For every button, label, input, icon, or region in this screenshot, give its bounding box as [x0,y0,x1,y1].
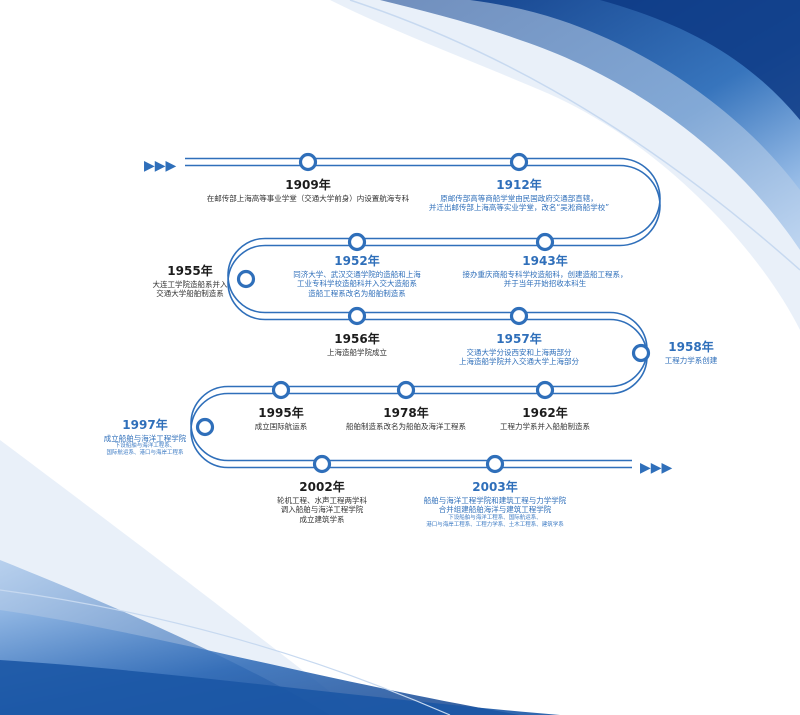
event-line: 在邮传部上海高等事业学堂（交通大学前身）内设置航海专科 [206,194,410,203]
node-1943 [535,232,555,252]
event-line: 调入船舶与海洋工程学院 [280,505,364,515]
top-right-wave-decoration [330,0,800,330]
event-2002: 2002年 轮机工程、水声工程两学科 调入船舶与海洋工程学院 成立建筑学系 [272,480,372,524]
node-1955 [236,269,256,289]
event-year: 2003年 [472,480,518,494]
event-line: 原邮传部高等商船学堂由民国政府交通部直辖， [440,194,598,203]
event-year: 1995年 [258,406,304,420]
node-2003 [485,454,505,474]
event-line: 交通大学分设西安和上海两部分 [466,348,572,357]
event-year: 1958年 [668,340,714,354]
event-subline: 国际航运系、港口与海岸工程系 [106,450,184,457]
node-1958 [631,343,651,363]
event-year: 1943年 [522,254,568,268]
node-1995 [271,380,291,400]
node-1997 [195,417,215,437]
event-subline: 下设船舶与海洋工程系、 [114,443,176,450]
event-line: 成立船舶与海洋工程学院 [103,434,187,443]
event-1909: 1909年 在邮传部上海高等事业学堂（交通大学前身）内设置航海专科 [200,178,416,203]
event-1943: 1943年 接办重庆商船专科学校造船科，创建造船工程系， 并于当年开始招收本科生 [455,254,635,289]
end-arrows-icon: ▶▶▶ [640,460,673,476]
node-1957 [509,306,529,326]
event-year: 2002年 [299,480,345,494]
event-1978: 1978年 船舶制造系改名为船舶及海洋工程系 [343,406,469,431]
event-line: 成立建筑学系 [299,514,345,524]
event-2003: 2003年 船舶与海洋工程学院和建筑工程与力学学院 合并组建船舶海洋与建筑工程学… [410,480,580,529]
timeline-track [185,157,661,469]
event-line: 成立国际航运系 [254,422,308,431]
event-line: 轮机工程、水声工程两学科 [277,496,367,505]
node-1912 [509,152,529,172]
event-line: 接办重庆商船专科学校造船科，创建造船工程系， [462,270,628,279]
event-1912: 1912年 原邮传部高等商船学堂由民国政府交通部直辖， 并迁出邮传部上海高等实业… [419,178,619,213]
node-1909 [298,152,318,172]
event-line: 交通大学船舶制造系 [156,289,224,299]
event-line: 工程力学系创建 [664,356,718,365]
node-1978 [396,380,416,400]
event-line: 造船工程系改名为船舶制造系 [308,288,406,298]
event-year: 1912年 [496,178,542,192]
event-year: 1962年 [522,406,568,420]
event-line: 同济大学、武汉交通学院的造船和上海 [293,270,421,279]
event-line: 并迁出邮传部上海高等实业学堂，改名“吴淞商船学校” [428,203,610,213]
start-arrows-icon: ▶▶▶ [144,158,177,174]
event-line: 船舶与海洋工程学院和建筑工程与力学学院 [423,496,567,505]
event-line: 工业专科学校造船科并入交大造船系 [297,279,417,289]
event-subline: 下设船舶与海洋工程系、国际航运系、 [448,514,542,521]
event-line: 上海造船学院并入交通大学上海部分 [459,357,579,367]
event-line: 船舶制造系改名为船舶及海洋工程系 [346,422,466,431]
event-line: 大连工学院造船系并入 [152,280,228,289]
event-1997: 1997年 成立船舶与海洋工程学院 下设船舶与海洋工程系、 国际航运系、港口与海… [95,418,195,457]
event-1955: 1955年 大连工学院造船系并入 交通大学船舶制造系 [140,264,240,299]
event-1958: 1958年 工程力学系创建 [651,340,731,365]
bottom-left-wave-decoration [0,440,560,715]
event-year: 1909年 [285,178,331,192]
event-1962: 1962年 工程力学系并入船舶制造系 [490,406,600,431]
event-year: 1957年 [496,332,542,346]
event-year: 1978年 [383,406,429,420]
event-line: 上海造船学院成立 [327,348,387,357]
milestone-nodes [195,152,651,474]
node-1962 [535,380,555,400]
event-1995: 1995年 成立国际航运系 [236,406,326,431]
event-year: 1956年 [334,332,380,346]
event-1957: 1957年 交通大学分设西安和上海两部分 上海造船学院并入交通大学上海部分 [439,332,599,367]
event-year: 1952年 [334,254,380,268]
event-1952: 1952年 同济大学、武汉交通学院的造船和上海 工业专科学校造船科并入交大造船系… [282,254,432,298]
node-1956 [347,306,367,326]
event-1956: 1956年 上海造船学院成立 [302,332,412,357]
node-2002 [312,454,332,474]
event-line: 合并组建船舶海洋与建筑工程学院 [438,505,552,515]
event-subline: 港口与海岸工程系、工程力学系、土木工程系、建筑学系 [426,521,564,528]
event-line: 并于当年开始招收本科生 [503,279,587,289]
event-line: 工程力学系并入船舶制造系 [500,422,590,431]
event-year: 1955年 [167,264,213,278]
event-year: 1997年 [122,418,168,432]
node-1952 [347,232,367,252]
